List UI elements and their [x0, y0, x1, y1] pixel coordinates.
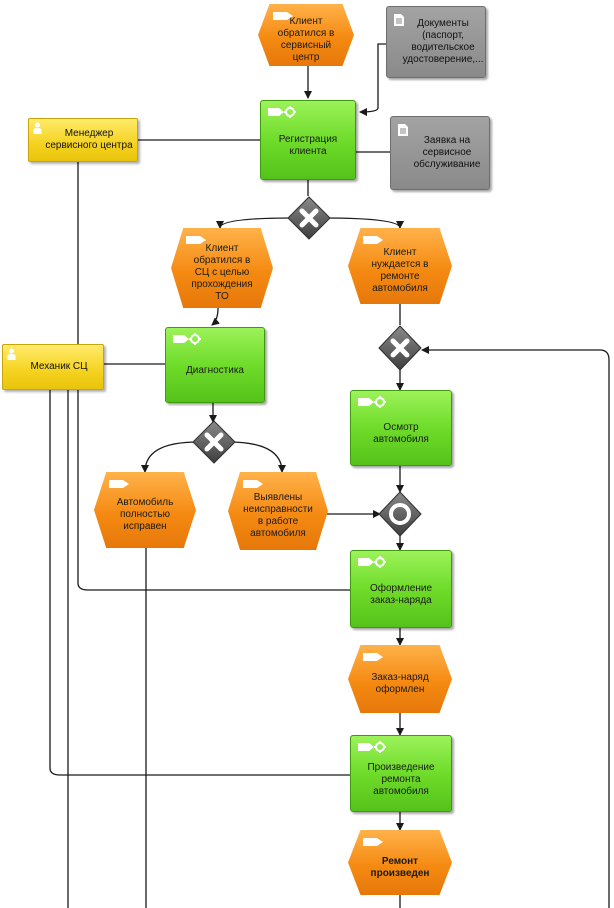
function-order[interactable]: Оформление заказ-наряда: [350, 550, 452, 628]
edge: [227, 441, 286, 473]
function-label: Оформление заказ-наряда: [369, 583, 433, 606]
edge: [49, 386, 352, 776]
document-label: Документы (паспорт, водительское удостов…: [402, 18, 484, 65]
event-label: Выявлены неисправности в работе автомоби…: [243, 492, 313, 539]
event-client-to[interactable]: Клиент обратился в СЦ с целью прохождени…: [171, 228, 273, 308]
event-repair-done[interactable]: Ремонт произведен: [348, 830, 452, 895]
event-label: Клиент нуждается в ремонте автомобиля: [371, 247, 429, 294]
function-label: Регистрация клиента: [278, 134, 338, 157]
person-icon: [33, 122, 42, 134]
edge: [421, 346, 610, 908]
document-identity[interactable]: Документы (паспорт, водительское удостов…: [386, 6, 486, 78]
function-icon: [173, 333, 201, 345]
xor-gateway-3: [192, 420, 236, 464]
event-icon: [186, 236, 206, 244]
event-label: Ремонт произведен: [370, 855, 430, 879]
document-icon: [394, 14, 404, 26]
event-icon: [109, 480, 129, 488]
edge: [141, 441, 199, 473]
function-register[interactable]: Регистрация клиента: [260, 100, 356, 180]
event-order-done[interactable]: Заказ-наряд оформлен: [348, 645, 452, 713]
document-request[interactable]: Заявка на сервисное обслуживание: [390, 116, 490, 190]
function-label: Осмотр автомобиля: [373, 422, 429, 445]
function-label: Произведение ремонта автомобиля: [367, 761, 435, 797]
document-icon: [398, 124, 408, 136]
role-label: Менеджер сервисного центра: [45, 128, 133, 151]
or-gateway: [378, 491, 422, 537]
event-label: Клиент обратился в СЦ с целью прохождени…: [191, 243, 253, 302]
role-manager[interactable]: Менеджер сервисного центра: [28, 118, 138, 162]
event-client-came[interactable]: Клиент обратился в сервисный центр: [258, 4, 354, 66]
function-diagnostics[interactable]: Диагностика: [165, 327, 265, 403]
event-icon: [363, 838, 383, 846]
event-label: Автомобиль полностью исправен: [116, 497, 174, 532]
function-label: Диагностика: [186, 365, 244, 376]
role-label: Механик СЦ: [30, 361, 88, 372]
event-icon: [273, 12, 293, 20]
document-label: Заявка на сервисное обслуживание: [413, 135, 481, 170]
edge: [211, 307, 220, 326]
event-label: Клиент обратился в сервисный центр: [277, 16, 335, 63]
xor-gateway-1: [287, 196, 331, 240]
role-mechanic[interactable]: Механик СЦ: [2, 344, 104, 390]
event-faults[interactable]: Выявлены неисправности в работе автомоби…: [228, 472, 328, 550]
person-icon: [7, 348, 16, 360]
event-client-repair[interactable]: Клиент нуждается в ремонте автомобиля: [348, 228, 452, 304]
function-icon: [358, 396, 386, 408]
event-car-ok[interactable]: Автомобиль полностью исправен: [94, 472, 196, 548]
edge: [322, 217, 404, 229]
function-icon: [358, 741, 386, 753]
edge: [77, 162, 352, 591]
function-repair[interactable]: Произведение ремонта автомобиля: [350, 735, 452, 812]
function-icon: [358, 556, 386, 568]
function-icon: [268, 106, 296, 118]
event-label: Заказ-наряд оформлен: [371, 672, 429, 695]
xor-gateway-2: [378, 325, 422, 371]
function-inspect[interactable]: Осмотр автомобиля: [350, 390, 452, 466]
event-icon: [363, 653, 383, 661]
edge: [216, 217, 294, 229]
edge: [359, 43, 386, 116]
event-icon: [363, 236, 383, 244]
event-icon: [243, 480, 263, 488]
